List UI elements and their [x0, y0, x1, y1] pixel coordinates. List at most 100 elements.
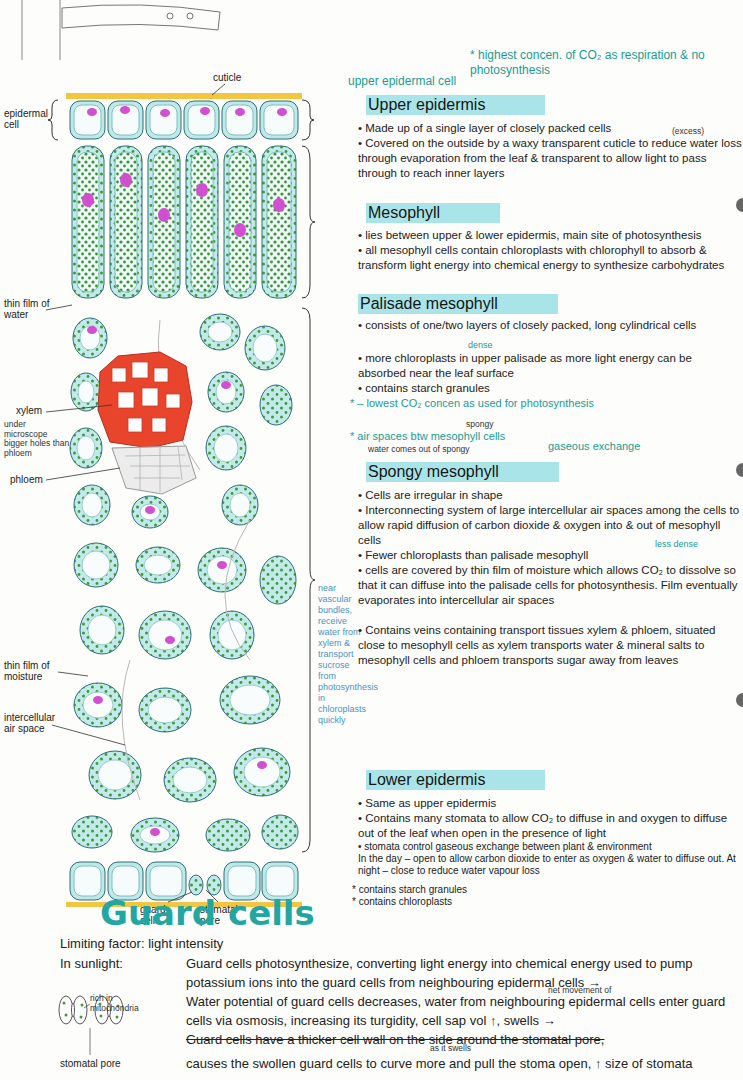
part-label: stomatal pore — [60, 1058, 140, 1069]
bullet-text: • more chloroplasts in upper palisade as… — [358, 351, 743, 381]
spongy-cell-inner — [83, 692, 113, 718]
nucleus — [277, 108, 287, 116]
palisade-cell — [224, 146, 256, 298]
nucleus — [82, 193, 94, 207]
nucleus — [273, 198, 285, 212]
spongy-cell-inner — [80, 326, 100, 350]
bullet-text: * contains chloroplasts — [352, 896, 552, 908]
chloroplast — [81, 1004, 84, 1007]
nucleus — [221, 381, 231, 389]
spongy-cell — [136, 547, 180, 583]
xylem-vessel — [152, 418, 166, 432]
epidermal-cell — [222, 101, 257, 139]
nucleus — [87, 326, 97, 334]
bullet-text: • Contains many stomata to allow CO₂ to … — [358, 811, 743, 841]
leader-line — [46, 305, 72, 310]
spongy-cells — [70, 314, 298, 852]
epidermal-cell-inner — [150, 105, 177, 135]
bullet-text: In the day – open to allow carbon dioxid… — [358, 853, 743, 877]
leader-line — [90, 1028, 91, 1055]
brace — [48, 100, 58, 140]
punch-hole — [736, 198, 743, 212]
highlight-note: upper epidermal cell — [348, 74, 466, 89]
page-heading: Guard cells — [100, 893, 315, 933]
palisade-cell-inner — [267, 152, 291, 292]
spongy-cell — [245, 326, 285, 370]
xylem-vessel — [154, 368, 168, 382]
part-label: intercellular air space — [4, 712, 56, 734]
spongy-cell — [206, 426, 246, 470]
chloroplast — [100, 1015, 103, 1018]
part-label: epidermal cell — [4, 108, 52, 130]
epidermal-cell-inner — [74, 866, 101, 896]
side-note: near vascular bundles, receive water fro… — [318, 583, 362, 726]
spongy-cell-inner — [208, 322, 232, 342]
bullet-text: • all mesophyll cells contain chloroplas… — [358, 243, 743, 273]
brace — [302, 146, 315, 298]
margin-note: (excess) — [672, 127, 732, 137]
nucleus — [158, 208, 170, 222]
nucleus — [165, 636, 175, 644]
phloem-bundle — [112, 446, 196, 494]
part-label: cuticle — [213, 72, 273, 83]
bullet-text: • stomata control gaseous exchange betwe… — [358, 841, 743, 853]
spongy-cell-inner — [230, 493, 250, 517]
section-heading: Mesophyll — [366, 203, 500, 223]
brace — [302, 308, 315, 852]
spongy-cell-inner — [82, 493, 102, 517]
body-text: Limiting factor: light intensity — [60, 934, 460, 953]
spongy-cell — [74, 683, 122, 727]
nucleus — [145, 506, 155, 514]
bullet-text: • Cells are irregular in shape — [358, 488, 743, 503]
epidermal-cell-inner — [228, 866, 256, 896]
xylem-vessel — [112, 368, 126, 382]
epidermal-cell-inner — [188, 105, 215, 135]
spongy-cell — [139, 688, 191, 732]
spongy-cell-inner — [214, 434, 238, 462]
spongy-cell — [262, 815, 298, 849]
spongy-cell — [73, 318, 107, 358]
spongy-cell — [206, 819, 250, 851]
slice-sketch — [167, 13, 173, 19]
nucleus — [200, 107, 210, 115]
highlight-note: * highest concen. of CO₂ as respiration … — [470, 48, 705, 78]
spongy-cell — [132, 496, 168, 528]
spongy-cell — [70, 428, 102, 468]
section-heading: Upper epidermis — [366, 95, 545, 115]
spongy-cell — [208, 372, 244, 412]
bullet-text: • Fewer chloroplasts than palisade mesop… — [358, 548, 743, 563]
spongy-cell — [260, 556, 296, 604]
epidermal-cell-inner — [112, 105, 139, 135]
nucleus — [235, 108, 245, 116]
spongy-cell-inner — [216, 380, 236, 404]
palisade-cell — [72, 146, 104, 298]
xylem-vessel — [132, 362, 148, 378]
part-label: thin film of water — [4, 298, 50, 320]
leader-line — [58, 672, 88, 676]
spongy-cell-inner — [244, 757, 280, 787]
epidermal-cell — [70, 862, 105, 900]
margin-note: rich in mitochondria — [90, 994, 142, 1013]
spongy-cell-inner — [82, 551, 110, 579]
phloem-cells — [125, 447, 190, 492]
spongy-cell — [200, 314, 240, 350]
spongy-cell-inner — [253, 334, 277, 362]
leader-line — [46, 405, 112, 412]
bullet-text: * contains starch granules — [352, 884, 552, 896]
epidermal-cell — [108, 101, 143, 139]
bullet-text: • Covered on the outside by a waxy trans… — [358, 136, 743, 181]
margin-note: water comes out of spongy — [368, 445, 518, 455]
xylem-bundle — [98, 352, 192, 448]
epidermal-cell — [184, 101, 219, 139]
slice-sketch — [62, 5, 220, 30]
spongy-cell-inner — [140, 504, 160, 520]
leader-line — [52, 725, 125, 745]
epidermal-cell — [146, 101, 181, 139]
nucleus — [217, 561, 227, 569]
body-text: Water potential of guard cells decreases… — [186, 992, 738, 1030]
margin-note: spongy — [466, 420, 506, 430]
spongy-cell-inner — [98, 760, 132, 790]
spongy-cell-inner — [148, 697, 182, 723]
nucleus — [120, 173, 132, 187]
